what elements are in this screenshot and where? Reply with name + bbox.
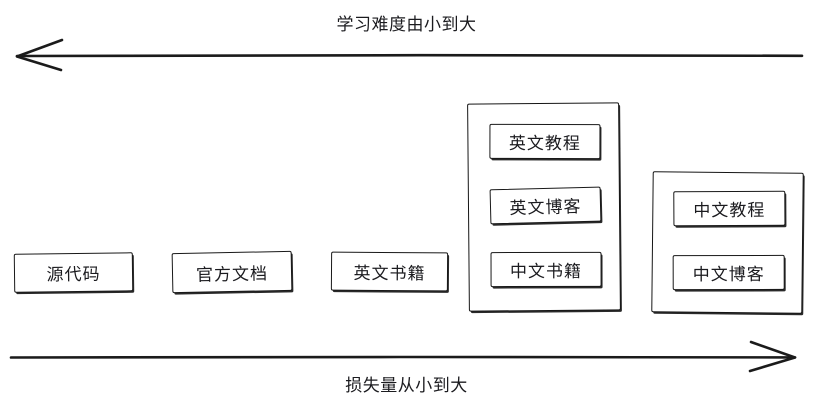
resource-box-label: 英文教程: [508, 133, 581, 155]
resource-box-label: 中文书籍: [510, 261, 583, 283]
resource-box-source-code[interactable]: 源代码: [13, 252, 134, 293]
resource-box-chinese-blog[interactable]: 中文博客: [672, 254, 785, 291]
resource-box-chinese-tutorial[interactable]: 中文教程: [673, 190, 786, 227]
difficulty-arrow-icon: [15, 38, 804, 72]
loss-arrow-icon: [9, 340, 797, 373]
resource-box-english-blog[interactable]: 英文博客: [489, 186, 602, 225]
english-resources-group[interactable]: 英文教程 英文博客 中文书籍: [467, 102, 621, 312]
top-axis-label: 学习难度由小到大: [336, 15, 477, 35]
resource-box-label: 中文博客: [692, 264, 765, 286]
resource-box-english-books[interactable]: 英文书籍: [330, 251, 449, 292]
resource-box-english-tutorial[interactable]: 英文教程: [489, 123, 601, 160]
resource-box-label: 官方文档: [195, 263, 269, 286]
resource-box-label: 英文书籍: [353, 263, 426, 285]
resource-box-label: 源代码: [46, 264, 101, 286]
bottom-axis-label: 损失量从小到大: [345, 376, 468, 396]
resource-box-chinese-books[interactable]: 中文书籍: [490, 251, 602, 288]
resource-box-label: 中文教程: [693, 200, 766, 222]
chinese-resources-group[interactable]: 中文教程 中文博客: [651, 171, 804, 314]
resource-box-label: 英文博客: [509, 197, 582, 219]
resource-box-official-docs[interactable]: 官方文档: [171, 250, 293, 294]
